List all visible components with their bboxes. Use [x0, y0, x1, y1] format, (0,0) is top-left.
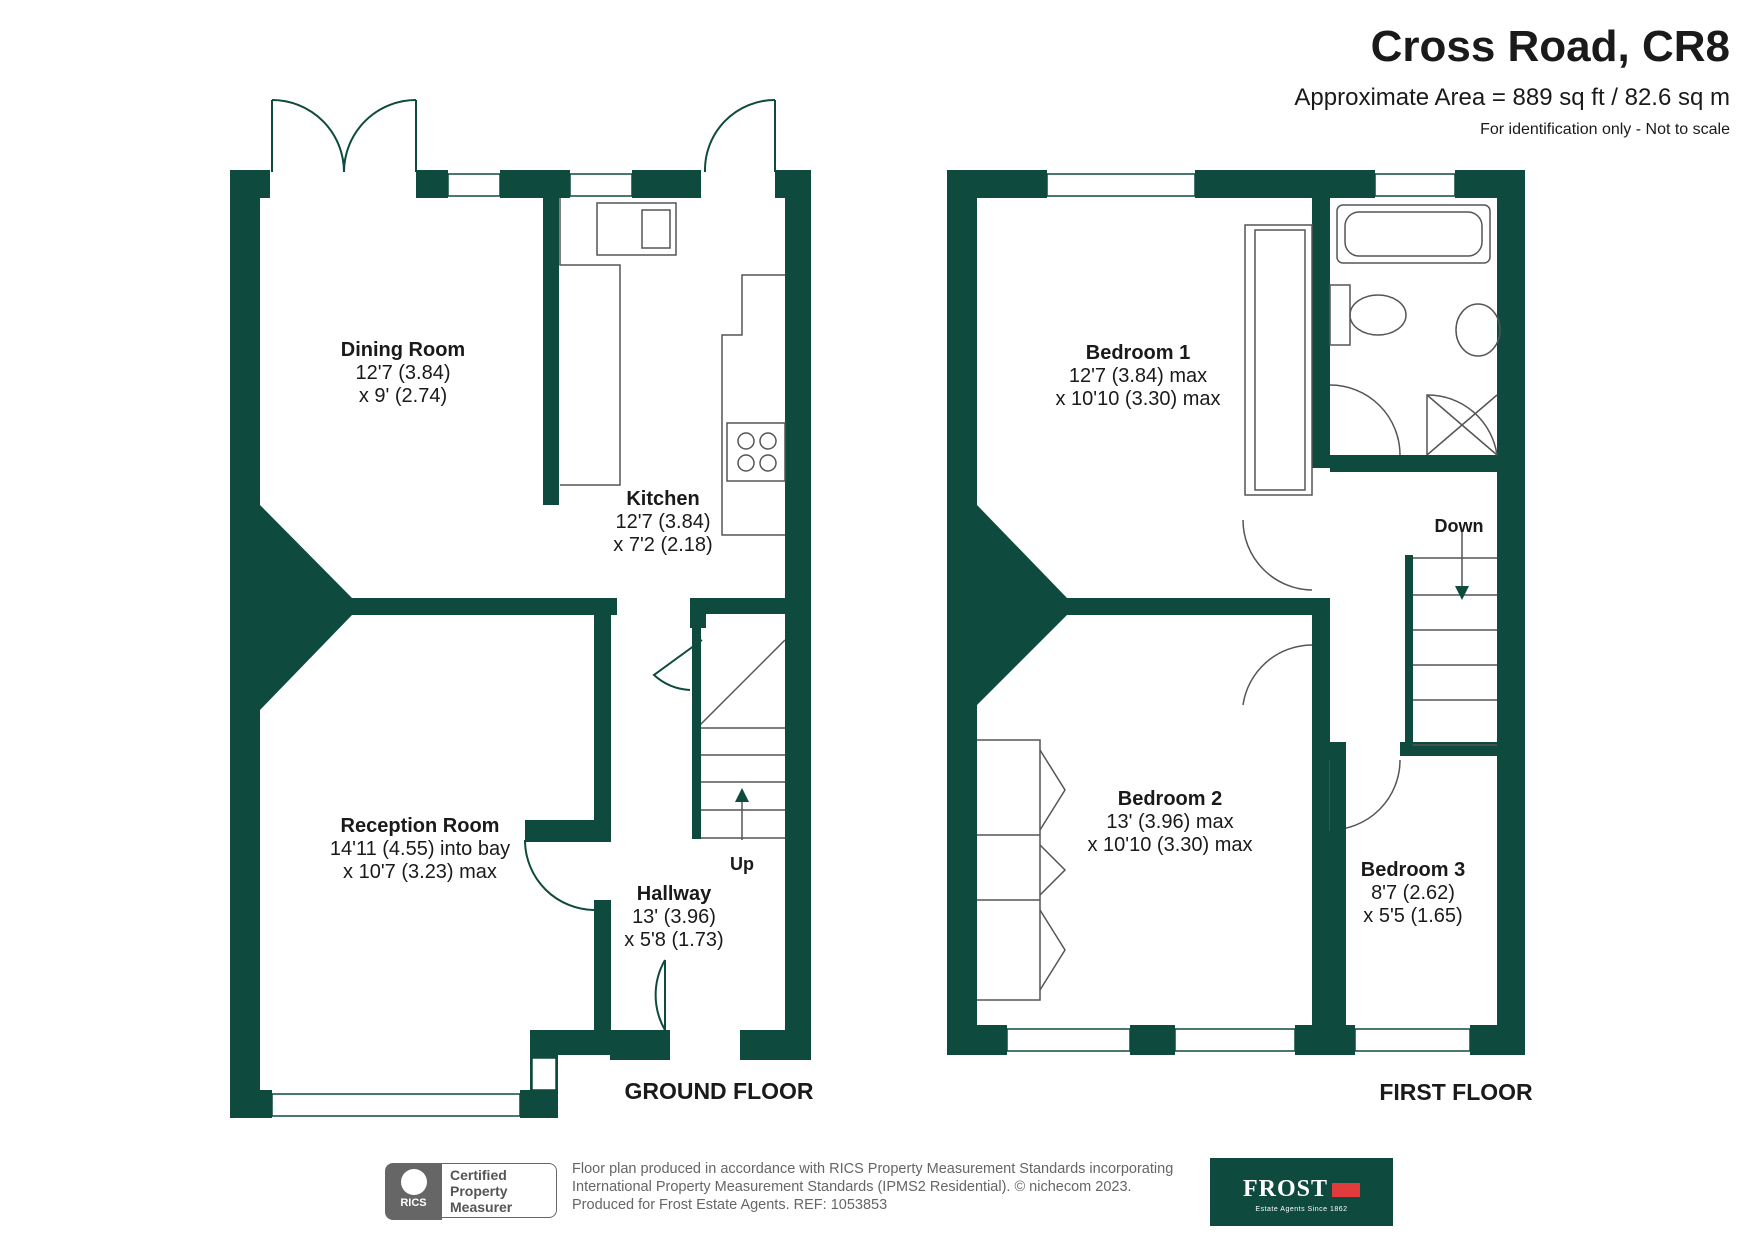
ground-floor-plan [230, 99, 811, 1118]
first-floor-plan [947, 170, 1525, 1055]
basin [1455, 303, 1501, 357]
first-floor-walls [947, 170, 1525, 1055]
bedroom-3-dim2: x 5'5 (1.65) [1363, 905, 1462, 927]
first-floor-windows [1006, 173, 1471, 1052]
bedroom-2-dim2: x 10'10 (3.30) max [1087, 834, 1252, 856]
footer-line-3: Produced for Frost Estate Agents. REF: 1… [572, 1197, 888, 1213]
certified-line-2: Property [450, 1183, 508, 1199]
certified-line-1: Certified [450, 1167, 507, 1183]
dining-room-dim2: x 9' (2.74) [359, 385, 447, 407]
ground-floor-windows [271, 173, 633, 1117]
kitchen-dim2: x 7'2 (2.18) [613, 534, 712, 556]
approximate-area: Approximate Area = 889 sq ft / 82.6 sq m [1294, 84, 1730, 111]
frost-tagline: Estate Agents Since 1862 [1255, 1206, 1348, 1213]
french-doors [271, 99, 776, 1031]
reception-room-dim2: x 10'7 (3.23) max [343, 861, 497, 883]
rics-badge-text: RICS [400, 1197, 427, 1209]
dining-room-dim1: 12'7 (3.84) [356, 362, 451, 384]
hallway-name: Hallway [637, 883, 712, 905]
first-floor-label: FIRST FLOOR [1379, 1079, 1533, 1105]
rics-certified-badge: RICS Certified Property Measurer [385, 1163, 560, 1220]
wardrobe-bedroom-2 [977, 739, 1041, 1001]
rics-logo: RICS [385, 1163, 442, 1220]
bedroom-1-dim2: x 10'10 (3.30) max [1055, 388, 1220, 410]
bedroom-2-dim1: 13' (3.96) max [1106, 811, 1233, 833]
footer-line-1: Floor plan produced in accordance with R… [572, 1161, 1174, 1177]
kitchen-name: Kitchen [626, 488, 699, 510]
stairs-up-label: Up [730, 854, 754, 874]
bedroom-3-name: Bedroom 3 [1361, 859, 1465, 881]
reception-room-dim1: 14'11 (4.55) into bay [330, 838, 510, 860]
hallway-dim2: x 5'8 (1.73) [624, 929, 723, 951]
first-stair-wall [1405, 555, 1413, 745]
hob [726, 422, 786, 482]
bedroom-2-name: Bedroom 2 [1118, 788, 1222, 810]
page-title: Cross Road, CR8 [1370, 22, 1730, 71]
bedroom-3-dim1: 8'7 (2.62) [1371, 882, 1455, 904]
dining-room-name: Dining Room [341, 339, 465, 361]
room-labels: Dining Room 12'7 (3.84) x 9' (2.74) Kitc… [330, 339, 1533, 1105]
ground-stairs [696, 639, 786, 840]
ground-floor-label: GROUND FLOOR [624, 1078, 813, 1104]
frost-logo: FROST Estate Agents Since 1862 [1210, 1158, 1393, 1226]
sink [596, 202, 677, 256]
bedroom-1-dim1: 12'7 (3.84) max [1069, 365, 1207, 387]
bedroom-1-name: Bedroom 1 [1086, 342, 1190, 364]
hallway-dim1: 13' (3.96) [632, 906, 716, 928]
stair-wall [692, 614, 701, 839]
house-icon [1332, 1183, 1360, 1198]
toilet [1349, 294, 1407, 336]
certified-line-3: Measurer [450, 1199, 513, 1215]
ground-floor-walls [230, 170, 811, 1118]
kitchen-dim1: 12'7 (3.84) [616, 511, 711, 533]
bath [1336, 204, 1491, 264]
kitchen-fixtures [559, 198, 786, 536]
certified-property-measurer: Certified Property Measurer [442, 1163, 557, 1218]
identification-note: For identification only - Not to scale [1480, 121, 1730, 138]
footer-disclaimer: Floor plan produced in accordance with R… [572, 1160, 1173, 1214]
frost-name: FROST [1242, 1176, 1328, 1202]
footer-line-2: International Property Measurement Stand… [572, 1179, 1132, 1195]
rics-lion-icon [400, 1169, 427, 1195]
bedroom-3-wall [1330, 742, 1346, 1025]
wardrobe-bedroom-1 [1244, 224, 1313, 496]
reception-room-name: Reception Room [341, 815, 500, 837]
stairs-down-label: Down [1435, 516, 1484, 536]
shower [1426, 394, 1498, 456]
